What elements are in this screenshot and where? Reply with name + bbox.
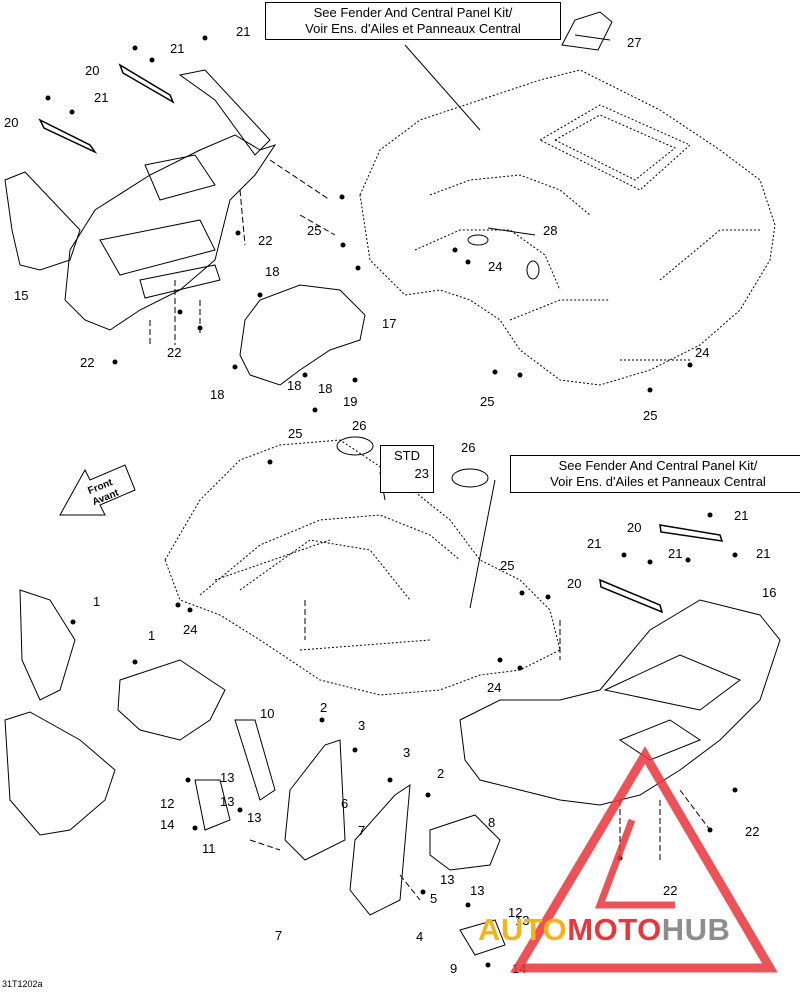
watermark-auto: AUTO xyxy=(478,912,568,947)
drawing-code: 31T1202a xyxy=(2,979,43,989)
part-label-13: 13 xyxy=(220,770,234,785)
part-label-22: 22 xyxy=(80,355,94,370)
cap-26a xyxy=(336,436,374,456)
plug-28a xyxy=(467,234,489,246)
console-17 xyxy=(239,284,366,386)
part-label-25: 25 xyxy=(500,558,514,573)
part-label-17: 17 xyxy=(382,316,396,331)
part-label-18: 18 xyxy=(287,378,301,393)
step-plates-top xyxy=(38,63,175,154)
left-footrest xyxy=(64,69,277,331)
part-label-22: 22 xyxy=(167,345,181,360)
cap-26b xyxy=(451,468,489,488)
part-label-3: 3 xyxy=(358,718,365,733)
part-label-22: 22 xyxy=(258,233,272,248)
part-label-18: 18 xyxy=(318,381,332,396)
part-label-7: 7 xyxy=(358,823,365,838)
part-label-13: 13 xyxy=(470,883,484,898)
callout-lines xyxy=(379,34,611,609)
part-label-20: 20 xyxy=(567,576,581,591)
part-label-20: 20 xyxy=(4,115,18,130)
part-label-12: 12 xyxy=(160,796,174,811)
part-label-11: 11 xyxy=(202,841,216,856)
part-label-22: 22 xyxy=(663,883,677,898)
part-label-7: 7 xyxy=(275,928,282,943)
rear-body-panel xyxy=(359,69,776,386)
part-label-25: 25 xyxy=(288,426,302,441)
part-label-9: 9 xyxy=(450,961,457,976)
step-plates-right xyxy=(599,524,724,614)
part-label-12: 12 xyxy=(508,905,522,920)
watermark-logo xyxy=(510,746,778,973)
part-label-25: 25 xyxy=(480,394,494,409)
part-label-19: 19 xyxy=(343,394,357,409)
std-label: STD xyxy=(394,448,420,463)
part-label-8: 8 xyxy=(488,815,495,830)
part-label-24: 24 xyxy=(695,345,709,360)
part-label-16: 16 xyxy=(762,585,776,600)
callout-line-2: Voir Ens. d'Ailes et Panneaux Central xyxy=(305,21,521,36)
callout-line-2: Voir Ens. d'Ailes et Panneaux Central xyxy=(550,474,766,489)
part-label-24: 24 xyxy=(487,680,501,695)
part-label-26: 26 xyxy=(461,440,475,455)
part-label-26: 26 xyxy=(352,418,366,433)
plug-28b xyxy=(526,260,540,280)
part-label-21: 21 xyxy=(734,508,748,523)
part-label-24: 24 xyxy=(488,259,502,274)
part-label-4: 4 xyxy=(416,929,423,944)
part-label-6: 6 xyxy=(341,796,348,811)
part-label-21: 21 xyxy=(170,41,184,56)
part-label-21: 21 xyxy=(94,90,108,105)
part-label-2: 2 xyxy=(437,766,444,781)
part-label-18: 18 xyxy=(265,264,279,279)
part-label-5: 5 xyxy=(430,891,437,906)
part-label-22: 22 xyxy=(745,824,759,839)
part-label-13: 13 xyxy=(247,810,261,825)
watermark-hub: HUB xyxy=(661,912,731,947)
part-label-13: 13 xyxy=(515,913,529,928)
right-footrest xyxy=(459,599,781,806)
part-label-21: 21 xyxy=(668,546,682,561)
front-body-panel xyxy=(164,439,561,696)
part-label-21: 21 xyxy=(756,546,770,561)
part-label-21: 21 xyxy=(587,536,601,551)
std-box: STD 23 xyxy=(380,445,434,493)
leader-lines xyxy=(149,159,711,901)
part-label-14: 14 xyxy=(160,817,174,832)
mudflap-15 xyxy=(4,171,81,271)
part-label-20: 20 xyxy=(85,63,99,78)
watermark-moto: MOTO xyxy=(567,912,662,947)
part-label-1: 1 xyxy=(93,594,100,609)
fasteners xyxy=(45,35,738,968)
part-label-3: 3 xyxy=(403,745,410,760)
fender-kit-callout-top: See Fender And Central Panel Kit/ Voir E… xyxy=(265,2,561,40)
watermark-text: AUTOMOTOHUB xyxy=(478,912,730,948)
fender-kit-callout-middle: See Fender And Central Panel Kit/ Voir E… xyxy=(510,455,800,493)
part-label-2: 2 xyxy=(320,700,327,715)
part-label-15: 15 xyxy=(14,288,28,303)
part-label-25: 25 xyxy=(643,408,657,423)
plug-27 xyxy=(561,11,613,51)
part-number-labels: 21 21 20 21 20 15 22 22 22 18 17 18 18 1… xyxy=(4,24,776,976)
front-arrow-label: Front Avant xyxy=(86,477,121,508)
part-label-28: 28 xyxy=(543,223,557,238)
callout-line-1: See Fender And Central Panel Kit/ xyxy=(558,458,758,473)
part-label-24: 24 xyxy=(183,622,197,637)
front-parts xyxy=(4,589,506,956)
part-label-1: 1 xyxy=(148,628,155,643)
part-label-13: 13 xyxy=(440,872,454,887)
std-part-number: 23 xyxy=(414,466,429,481)
part-label-13: 13 xyxy=(220,794,234,809)
part-label-27: 27 xyxy=(627,35,641,50)
part-label-21: 21 xyxy=(236,24,250,39)
part-label-25: 25 xyxy=(307,223,321,238)
part-label-10: 10 xyxy=(260,706,274,721)
front-arrow-shape xyxy=(59,464,136,516)
part-label-20: 20 xyxy=(627,520,641,535)
callout-line-1: See Fender And Central Panel Kit/ xyxy=(313,5,513,20)
part-label-18: 18 xyxy=(210,387,224,402)
